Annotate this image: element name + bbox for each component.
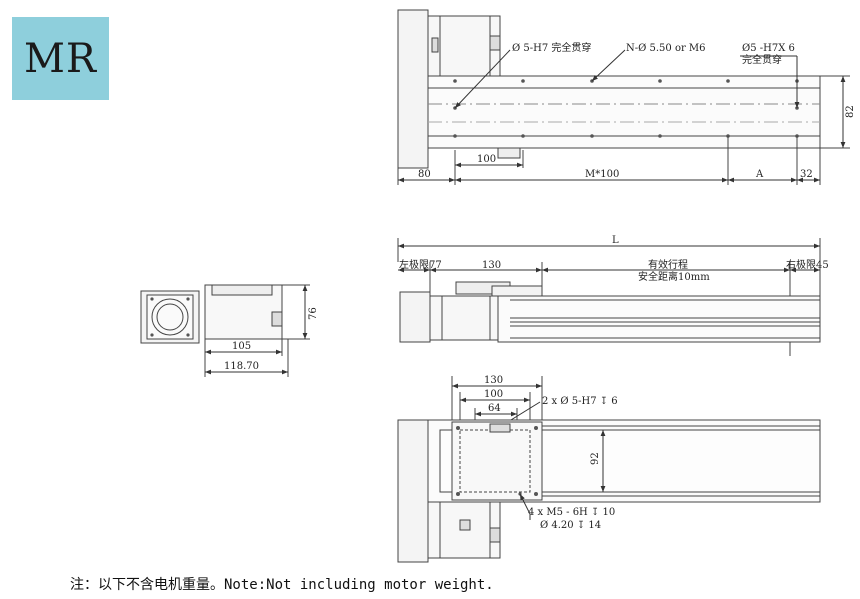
- top-dim-32: 32: [800, 169, 813, 180]
- series-badge: MR: [12, 17, 109, 100]
- top-dim-m100: M*100: [585, 169, 619, 180]
- side-dim-130: 130: [482, 260, 501, 271]
- top-dim-82: 82: [845, 105, 856, 118]
- top-hole-spec-right-1: Ø5 -H7X 6: [742, 43, 795, 54]
- side-stroke-2: 安全距离10mm: [638, 270, 710, 283]
- top-dim-80: 80: [418, 169, 431, 180]
- bottom-dim-130: 130: [484, 375, 503, 386]
- end-dim-76: 76: [308, 307, 319, 320]
- bottom-hole-spec-top: 2 x Ø 5-H7 ↧ 6: [542, 396, 618, 407]
- bottom-view: [397, 376, 821, 563]
- side-stroke-1: 有效行程: [648, 258, 688, 271]
- top-dim-100: 100: [477, 154, 496, 165]
- bottom-dim-100: 100: [484, 389, 503, 400]
- top-hole-spec-mid: N-Ø 5.50 or M6: [626, 43, 706, 54]
- side-left-limit: 左极限77: [399, 258, 442, 271]
- side-dim-l: L: [612, 235, 619, 246]
- bottom-hole-spec-bottom-1: 4 x M5 - 6H ↧ 10: [528, 507, 615, 518]
- bottom-dim-92: 92: [590, 452, 601, 465]
- end-dim-105: 105: [232, 341, 251, 352]
- top-hole-spec-left: Ø 5-H7 完全贯穿: [512, 41, 591, 54]
- side-right-limit: 右极限45: [786, 258, 829, 271]
- bottom-dim-64: 64: [488, 403, 501, 414]
- bottom-hole-spec-bottom-2: Ø 4.20 ↧ 14: [540, 520, 601, 531]
- series-badge-label: MR: [23, 35, 98, 82]
- top-hole-spec-right-2: 完全贯穿: [742, 53, 782, 66]
- end-dim-118: 118.70: [224, 361, 259, 372]
- top-view: [397, 9, 850, 185]
- footnote: 注：以下不含电机重量。Note:Not including motor weig…: [70, 577, 494, 593]
- top-dim-a: A: [755, 169, 764, 180]
- side-view: [397, 238, 821, 356]
- end-view: [140, 284, 310, 377]
